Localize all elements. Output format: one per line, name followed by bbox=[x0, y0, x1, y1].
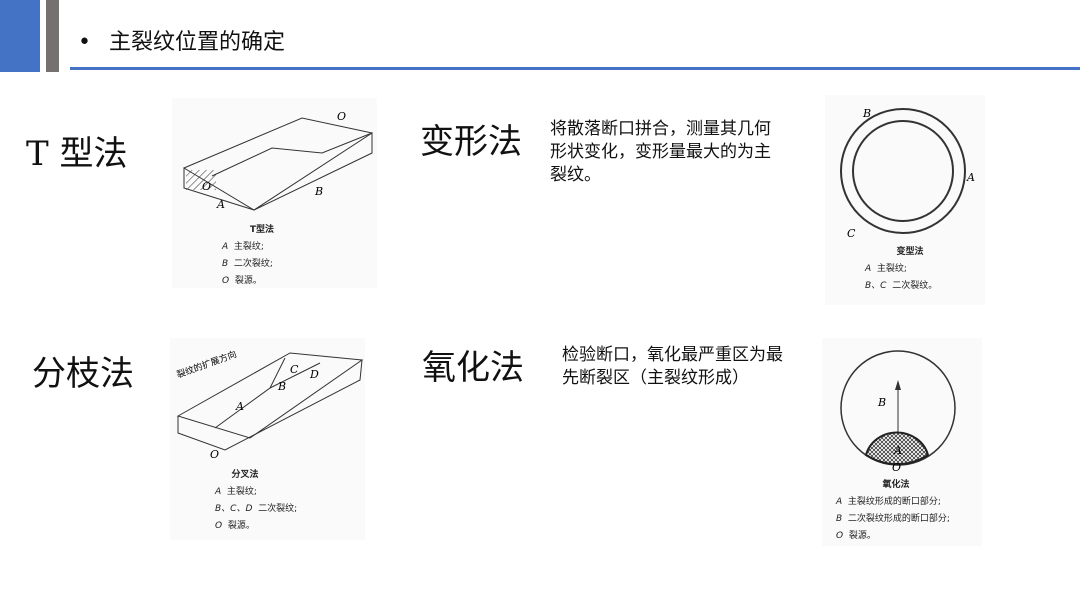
deform-description: 将散落断口拼合，测量其几何形状变化，变形量最大的为主裂纹。 bbox=[550, 119, 771, 185]
svg-text:O: O bbox=[202, 180, 211, 193]
deform-diagram: B A C bbox=[840, 107, 975, 240]
method-t-label: T 型法 bbox=[26, 134, 128, 174]
svg-text:B: B bbox=[277, 380, 286, 393]
oxidation-diagram: B AO bbox=[840, 350, 956, 474]
slide-title: •主裂纹位置的确定 bbox=[78, 30, 285, 55]
branch-caption: 分叉法 A 主裂纹; B、C、D 二次裂纹; O 裂源。 bbox=[215, 470, 298, 531]
deform-caption: 变型法 A 主裂纹; B、C 二次裂纹。 bbox=[865, 247, 938, 291]
deform-figure: B A C 变型法 A 主裂纹; B、C 二次裂纹。 bbox=[825, 95, 985, 305]
svg-text:B: B bbox=[314, 185, 323, 198]
accent-bar-gray bbox=[46, 0, 59, 72]
svg-text:O: O bbox=[210, 448, 219, 461]
svg-text:A: A bbox=[893, 444, 902, 457]
method-deform-label: 变形法 bbox=[420, 122, 522, 162]
method-oxidation-label: 氧化法 bbox=[422, 348, 524, 388]
svg-text:A: A bbox=[216, 198, 225, 211]
svg-text:O: O bbox=[337, 110, 346, 123]
svg-text:A: A bbox=[966, 171, 975, 184]
svg-text:C: C bbox=[290, 363, 299, 376]
svg-text:裂纹的扩展方向: 裂纹的扩展方向 bbox=[175, 348, 238, 381]
svg-text:B: B bbox=[877, 396, 886, 409]
svg-text:O: O bbox=[892, 461, 901, 473]
oxidation-description: 检验断口，氧化最严重区为最先断裂区（主裂纹形成） bbox=[562, 345, 783, 388]
svg-text:C: C bbox=[847, 227, 856, 240]
svg-text:D: D bbox=[309, 368, 319, 381]
accent-bar-blue bbox=[0, 0, 40, 72]
title-underline bbox=[70, 67, 1080, 70]
svg-text:A: A bbox=[235, 400, 244, 413]
svg-text:B: B bbox=[862, 107, 871, 120]
t-method-caption: T型法 A 主裂纹; B 二次裂纹; O 裂源。 bbox=[222, 225, 275, 286]
method-branch-label: 分枝法 bbox=[32, 354, 134, 394]
oxidation-caption: 氧化法 A 主裂纹形成的断口部分; B 二次裂纹形成的断口部分; O 裂源。 bbox=[836, 480, 950, 541]
